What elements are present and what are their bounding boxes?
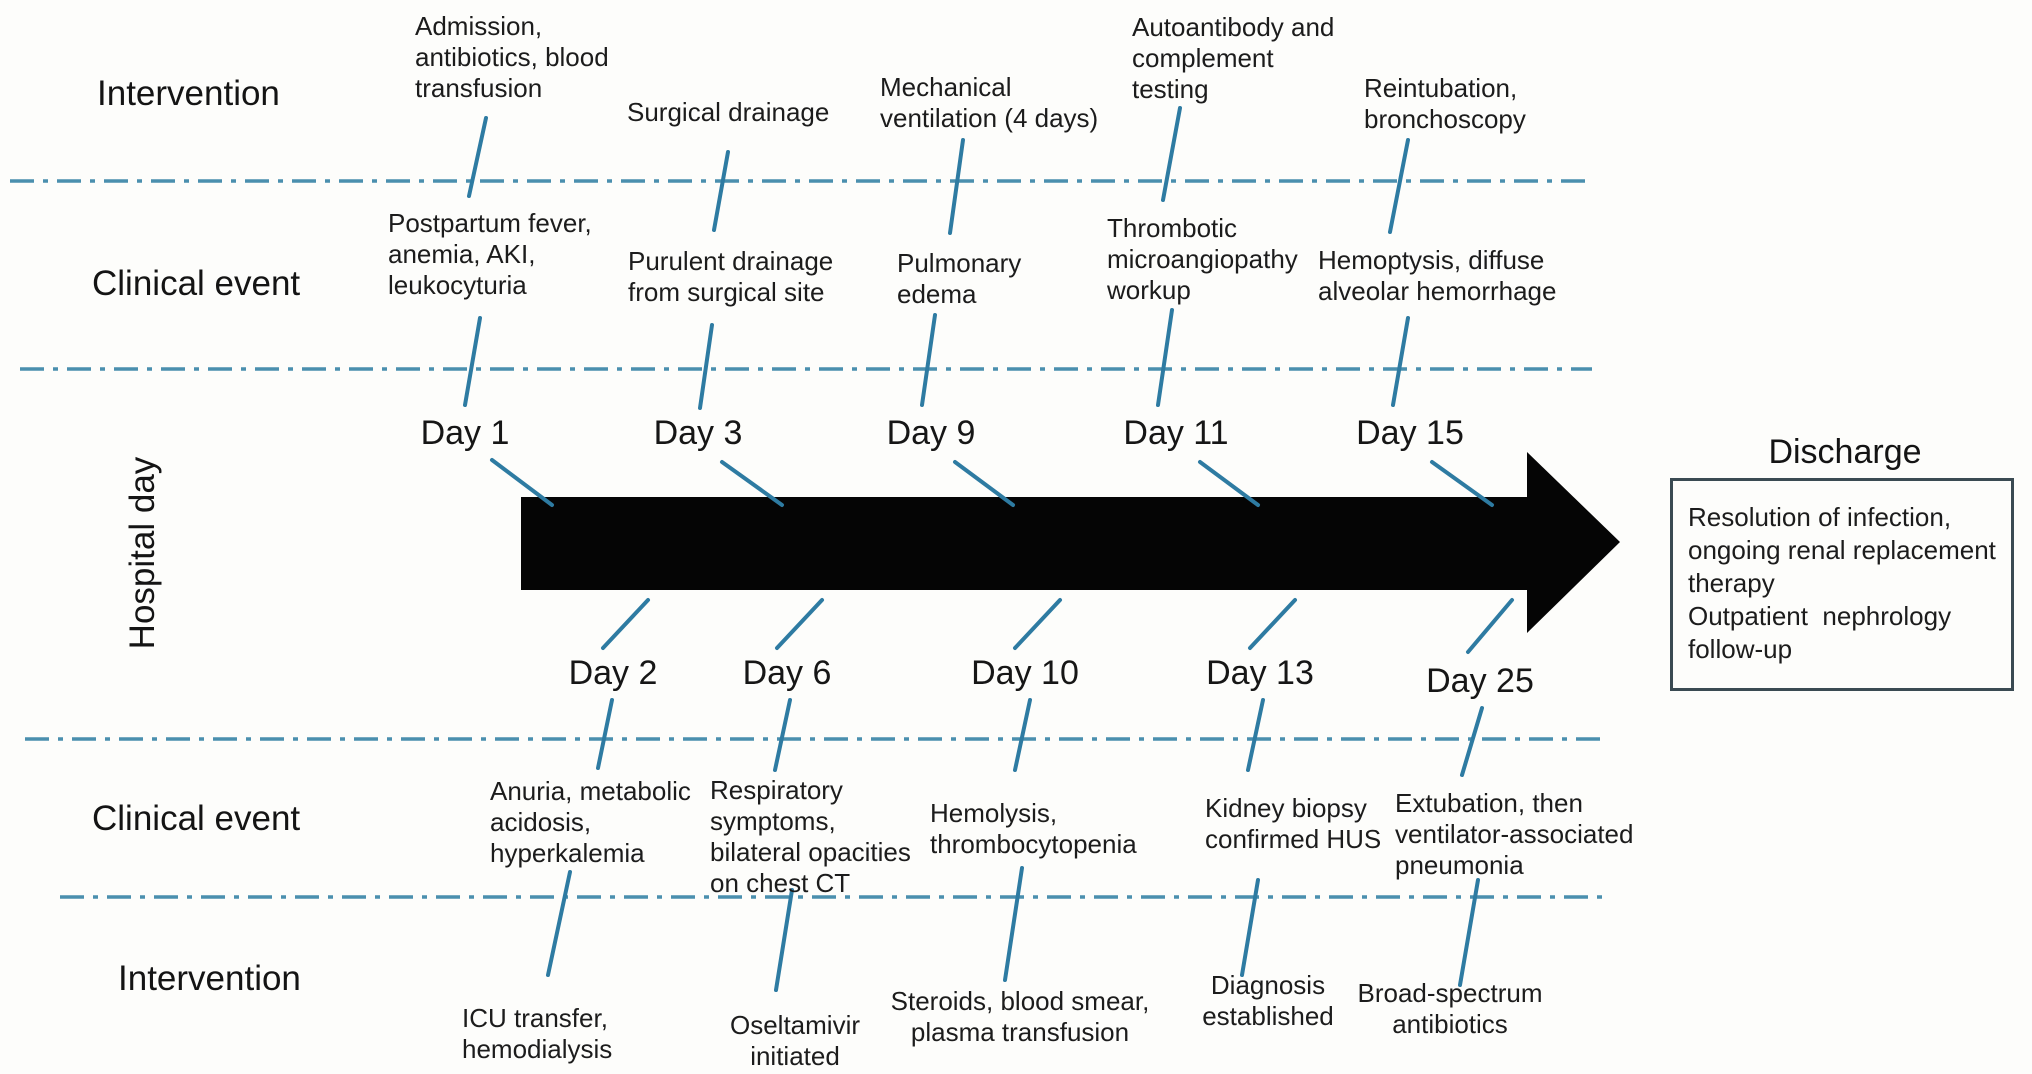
bottom-clinical-note-day10: Hemolysis, thrombocytopenia — [930, 798, 1137, 859]
discharge-box-text: Resolution of infection, ongoing renal r… — [1688, 502, 1996, 664]
connector-clinical-intervention-day6 — [774, 888, 794, 992]
connector-clinical-day1 — [463, 316, 482, 407]
connector-day25-clinical — [1460, 706, 1484, 777]
connector-day6-clinical — [773, 698, 792, 772]
bottom-clinical-note-day2: Anuria, metabolic acidosis, hyperkalemia — [490, 776, 691, 868]
bottom-intervention-note-day6: Oseltamivir initiated — [729, 1010, 860, 1071]
tick-arrow-day15 — [1430, 460, 1494, 507]
top-clinical-note-day11: Thrombotic microangiopathy workup — [1107, 213, 1298, 305]
connector-intervention-clinical-day9 — [948, 138, 965, 235]
connector-intervention-clinical-day11 — [1161, 106, 1182, 202]
connector-intervention-clinical-day15 — [1388, 138, 1410, 234]
bottom-intervention-note-day2: ICU transfer, hemodialysis — [462, 1003, 613, 1064]
day-label-13: Day 13 — [1206, 654, 1314, 692]
day-label-3: Day 3 — [653, 414, 743, 452]
bottom-intervention-note-day10: Steroids, blood smear, plasma transfusio… — [890, 986, 1150, 1047]
connector-clinical-day9 — [920, 313, 937, 407]
connector-clinical-intervention-day10 — [1003, 866, 1024, 982]
connector-clinical-day11 — [1156, 308, 1174, 407]
connector-clinical-intervention-day2 — [546, 870, 572, 977]
discharge-box: Resolution of infection, ongoing renal r… — [1670, 478, 2014, 691]
tick-arrow-day11 — [1198, 460, 1260, 507]
top-intervention-note-day15: Reintubation, bronchoscopy — [1364, 73, 1526, 134]
connector-clinical-intervention-day25 — [1458, 878, 1480, 987]
connector-intervention-clinical-day1 — [467, 116, 488, 198]
bottom-clinical-note-day25: Extubation, then ventilator-associated p… — [1395, 788, 1634, 880]
tick-arrow-day25 — [1466, 598, 1514, 654]
day-label-1: Day 1 — [420, 414, 510, 452]
bottom-clinical-note-day6: Respiratory symptoms, bilateral opacitie… — [710, 775, 911, 898]
day-label-10: Day 10 — [971, 654, 1079, 692]
connector-clinical-day3 — [698, 323, 714, 410]
row-label-hospital-day: Hospital day — [123, 456, 162, 650]
day-label-15: Day 15 — [1356, 414, 1464, 452]
tick-arrow-day13 — [1248, 598, 1297, 650]
tick-arrow-day6 — [775, 598, 824, 650]
discharge-title: Discharge — [1768, 433, 1922, 471]
day-label-11: Day 11 — [1123, 414, 1229, 452]
tick-arrow-day9 — [953, 460, 1015, 507]
day-label-2: Day 2 — [568, 654, 658, 692]
row-label-intervention-top: Intervention — [97, 74, 280, 113]
bottom-clinical-note-day13: Kidney biopsy confirmed HUS — [1205, 793, 1382, 854]
top-intervention-note-day9: Mechanical ventilation (4 days) — [880, 72, 1099, 133]
day-label-9: Day 9 — [886, 414, 976, 452]
timeline-arrow — [521, 452, 1620, 633]
tick-arrow-day10 — [1013, 598, 1062, 650]
row-label-intervention-bottom: Intervention — [118, 959, 301, 998]
connector-intervention-clinical-day3 — [712, 150, 730, 232]
bottom-intervention-note-day13: Diagnosis established — [1202, 970, 1334, 1031]
top-clinical-note-day15: Hemoptysis, diffuse alveolar hemorrhage — [1318, 245, 1557, 306]
top-intervention-note-day1: Admission, antibiotics, blood transfusio… — [415, 11, 609, 103]
row-label-clinical-bottom: Clinical event — [92, 799, 301, 838]
top-clinical-note-day1: Postpartum fever, anemia, AKI, leukocytu… — [388, 208, 592, 300]
top-clinical-note-day3: Purulent drainage from surgical site — [628, 246, 834, 307]
tick-arrow-day1 — [490, 458, 554, 507]
connector-clinical-day15 — [1391, 316, 1410, 407]
top-clinical-note-day9: Pulmonary edema — [897, 248, 1022, 309]
connector-clinical-intervention-day13 — [1240, 878, 1260, 977]
connector-day10-clinical — [1013, 698, 1032, 772]
bottom-intervention-note-day25: Broad-spectrum antibiotics — [1357, 978, 1543, 1039]
row-label-clinical-top: Clinical event — [92, 264, 301, 303]
connector-day2-clinical — [596, 698, 614, 770]
day-label-25: Day 25 — [1426, 662, 1534, 700]
top-intervention-note-day11: Autoantibody and complement testing — [1132, 12, 1335, 104]
tick-arrow-day3 — [720, 460, 784, 507]
day-label-6: Day 6 — [742, 654, 832, 692]
top-intervention-note-day3: Surgical drainage — [627, 97, 830, 127]
tick-arrow-day2 — [601, 598, 650, 650]
connector-day13-clinical — [1246, 698, 1265, 772]
